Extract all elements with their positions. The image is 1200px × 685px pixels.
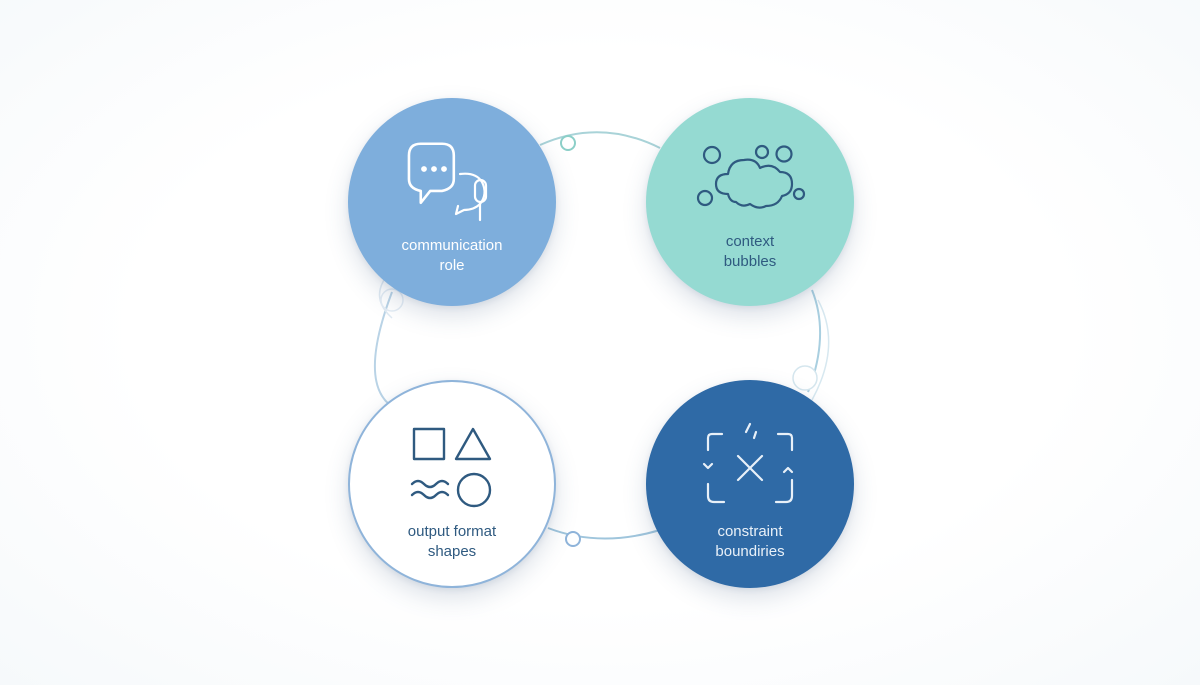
connector-node-left [380,288,404,312]
shapes-icon [410,427,492,508]
output-format-shapes-label-line2: shapes [427,543,477,560]
wave-icon [410,479,450,489]
context-bubbles-node: context bubbles [646,98,854,306]
constraint-boundaries-label-line1: constraint [717,523,783,540]
x-mark-icon [736,454,764,482]
communication-role-label-line1: communication [401,237,503,254]
constraint-boundaries-label: constraint boundiries [646,522,854,562]
connector-node-bottom [565,531,581,547]
square-icon [412,427,446,461]
context-bubbles-label-line1: context [725,233,775,250]
communication-role-node: communication role [348,98,556,306]
connector-arc-top [539,131,661,149]
output-format-shapes-label-line1: output format [407,523,497,540]
communication-role-label-line2: role [439,257,465,274]
output-format-shapes-label: output format shapes [350,522,554,562]
connector-arc-right-outer [811,299,830,401]
connector-node-top [560,135,576,151]
connector-arc-bottom [547,527,661,540]
constraint-boundaries-node: constraint boundiries [646,380,854,588]
context-bubbles-label: context bubbles [646,232,854,272]
communication-role-label: communication role [348,236,556,276]
chat-bubble-microphone-icon [407,142,488,222]
output-format-shapes-node: output format shapes [348,380,556,588]
circle-shape-icon [456,472,492,508]
constraint-boundaries-label-line2: boundiries [715,543,785,560]
triangle-icon [454,427,492,461]
connector-node-right [792,365,818,391]
cloud-bubbles-icon [696,144,806,209]
connector-arc-left-outer [378,279,393,319]
context-bubbles-label-line2: bubbles [723,253,777,270]
boundary-x-icon [702,422,794,504]
